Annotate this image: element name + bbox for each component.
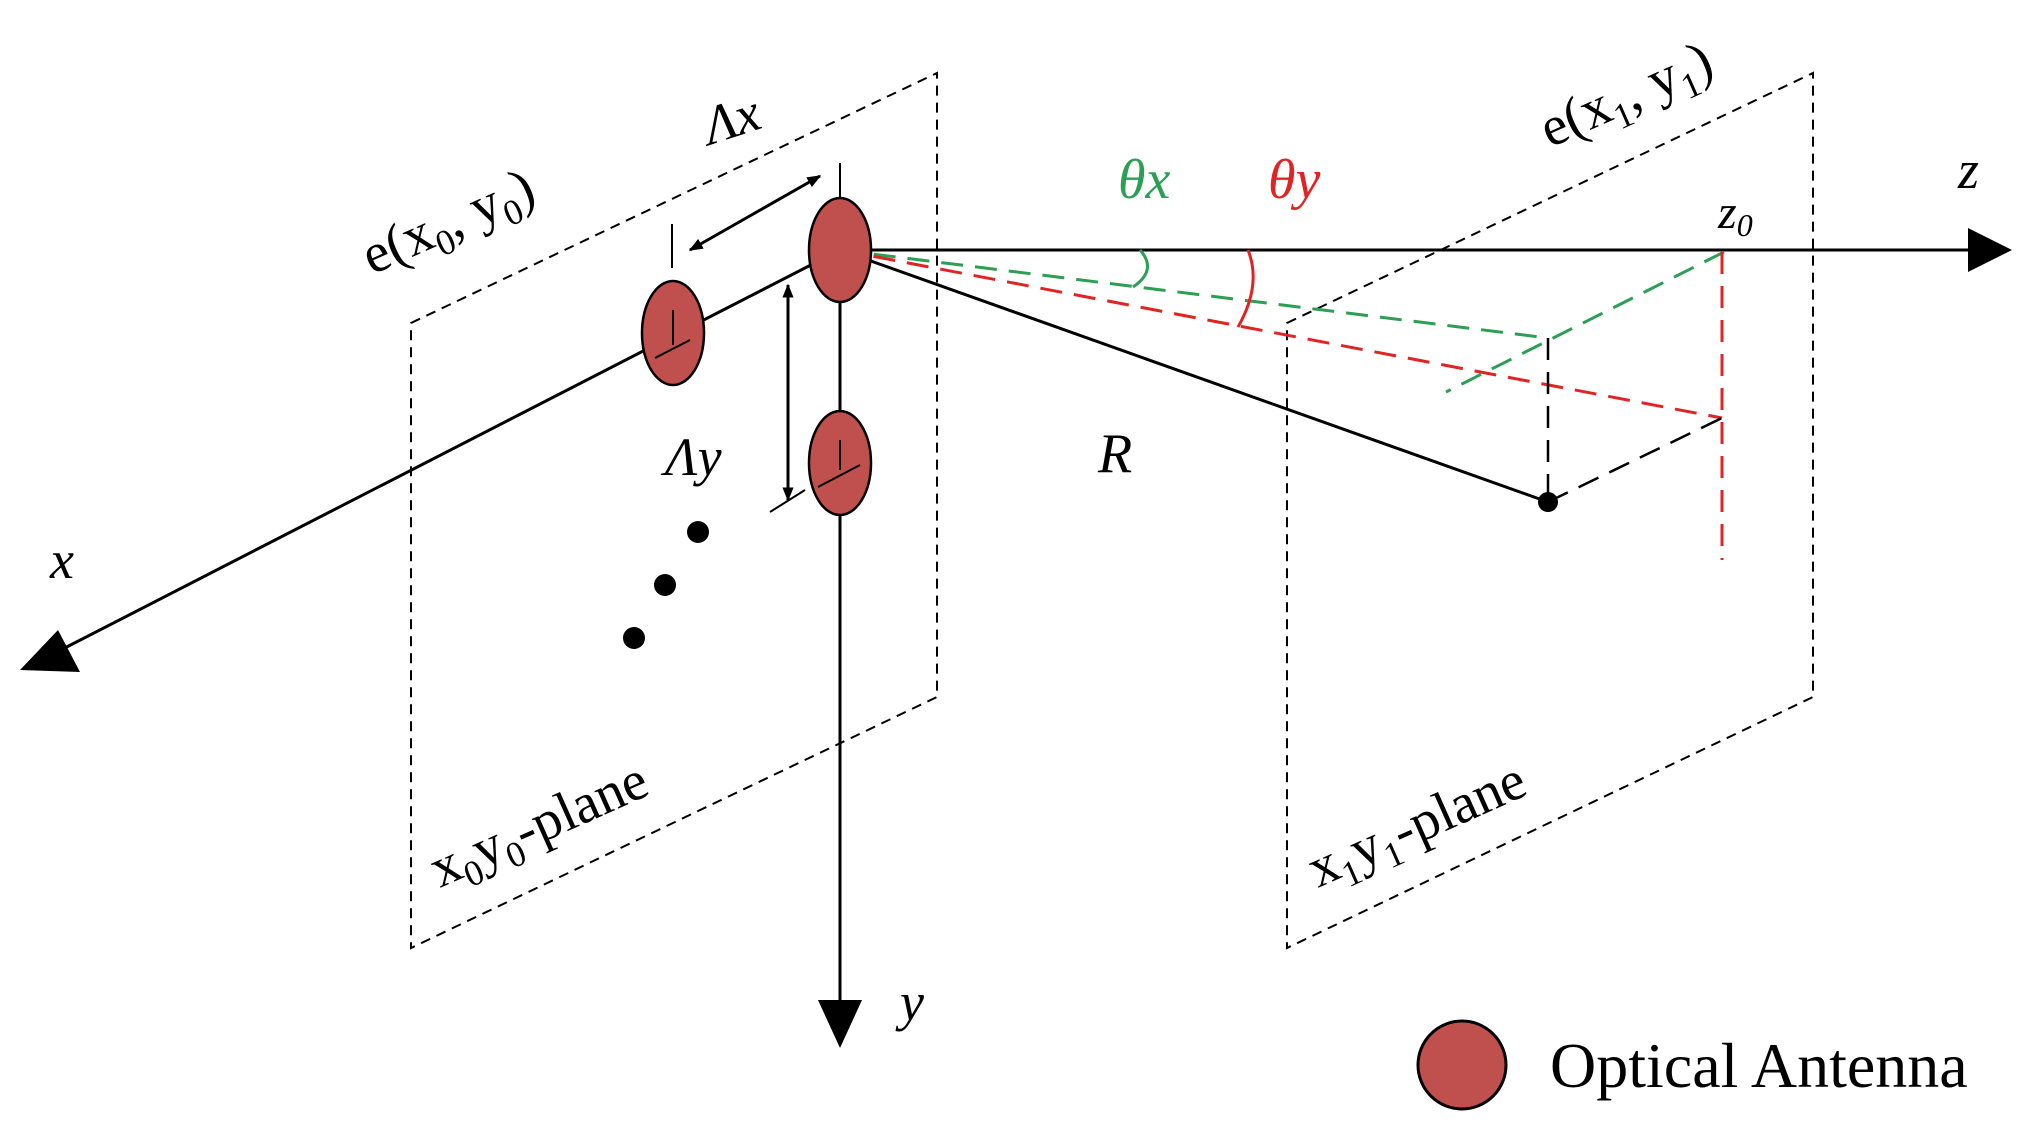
z-axis-label: z	[1957, 140, 1979, 200]
antenna-y	[807, 409, 873, 517]
antenna-origin	[807, 196, 873, 304]
delta-y-tick	[769, 489, 806, 513]
delta-y-label: Λy	[660, 427, 722, 487]
delta-x-label: Λx	[690, 82, 767, 158]
target-point	[1538, 492, 1558, 512]
delta-x-dimension	[688, 174, 822, 252]
ellipsis-dot	[654, 574, 676, 596]
x-axis-label: x	[49, 530, 74, 590]
input-field-label: e(x0, y0)	[352, 156, 546, 293]
range-label: R	[1097, 423, 1132, 485]
ellipsis-dot	[687, 521, 709, 543]
input-plane-outline	[410, 71, 938, 950]
x-axis-arrowhead	[20, 630, 80, 672]
output-plane-outline	[1286, 71, 1814, 950]
ellipsis-dot	[623, 627, 645, 649]
legend-antenna-label: Optical Antenna	[1550, 1030, 1968, 1101]
theta-x-projection	[1445, 250, 1725, 394]
theta-x-label: θx	[1118, 149, 1171, 211]
x-axis	[54, 248, 841, 655]
z-axis-arrowhead	[1968, 228, 2012, 272]
theta-y-ray	[839, 248, 1723, 420]
y-axis-arrowhead	[818, 1000, 862, 1048]
theta-x-ray	[839, 248, 1549, 340]
theta-y-arc	[1236, 249, 1255, 328]
theta-y-label: θy	[1268, 149, 1321, 211]
range-line	[839, 248, 1549, 504]
z0-label: z0	[1717, 186, 1753, 243]
theta-x-arc	[1132, 248, 1149, 289]
output-field-label: e(x1, y1)	[1530, 29, 1724, 166]
legend-antenna-swatch	[1416, 1019, 1508, 1111]
output-plane-label: x1y1-plane	[1298, 749, 1538, 906]
input-plane-label: x0y0-plane	[420, 749, 660, 906]
legend: Optical Antenna	[1416, 1019, 1968, 1111]
target-horizontal-projection	[1547, 416, 1723, 504]
y-axis-label: y	[895, 972, 924, 1032]
antenna-x	[640, 279, 706, 387]
